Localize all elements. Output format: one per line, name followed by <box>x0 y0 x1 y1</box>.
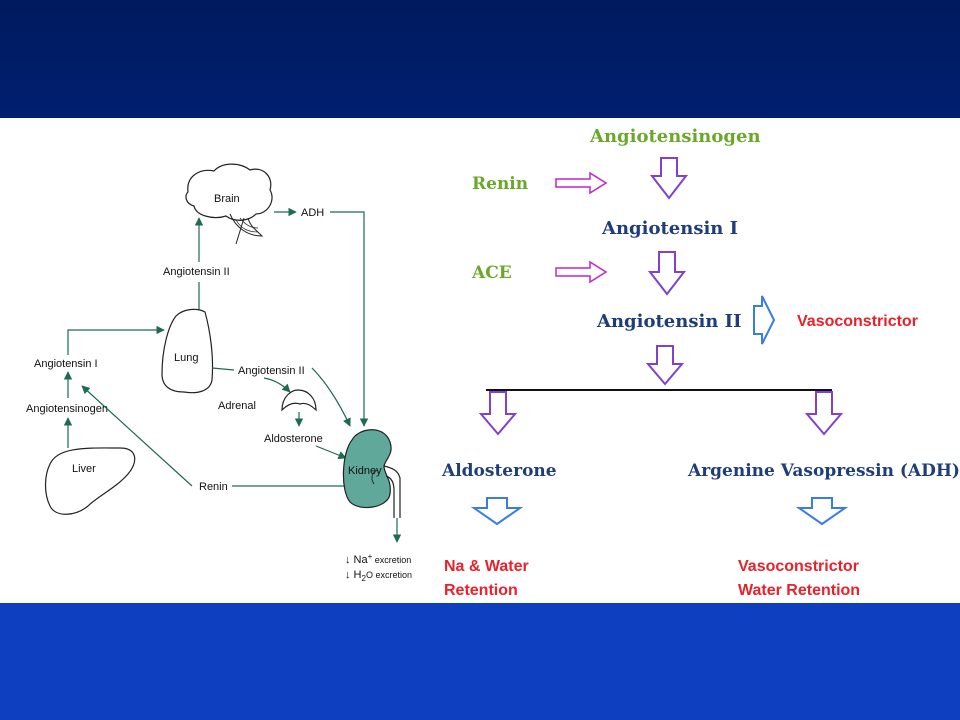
flow-renin: Renin <box>472 174 528 194</box>
lung-organ: Lung <box>161 308 214 394</box>
flow-vaso-water-line1: Vasoconstrictor <box>738 558 859 575</box>
down-arrow-icon-3 <box>645 345 685 386</box>
content-panel <box>0 118 960 603</box>
adh-label: ADH <box>301 207 324 219</box>
flow-angiotensin-i: Angiotensin I <box>601 218 738 239</box>
angiotensin-ii-to-adrenal-arrow <box>263 377 291 393</box>
angiotensin-i-label: Angiotensin I <box>34 358 98 370</box>
kidney-label: Kidney <box>348 465 382 477</box>
kidney-organ: Kidney <box>342 429 401 518</box>
angiotensinogen-label: Angiotensinogen <box>26 403 108 415</box>
brain-organ: Brain <box>185 163 273 245</box>
lung-label: Lung <box>174 352 198 364</box>
down-arrow-icon-left <box>478 391 518 436</box>
down-arrow-icon-1 <box>649 157 689 200</box>
brain-label: Brain <box>214 193 240 205</box>
ace-arrow-icon <box>555 260 608 284</box>
angiotensin-ii-upper-label: Angiotensin II <box>163 266 230 278</box>
flow-na-water-line2: Retention <box>444 582 518 599</box>
renin-to-angiotensin-i-arrow <box>81 385 193 487</box>
angiotensin-i-to-lung-arrow <box>67 325 165 355</box>
liver-organ: Liver <box>44 447 136 515</box>
h2o-excretion-label: ↓ H2O excretion <box>345 569 412 583</box>
flow-na-water-line1: Na & Water <box>444 558 529 575</box>
adh-to-kidney-arrow <box>330 211 369 427</box>
angiotensin-ii-lower-label: Angiotensin II <box>238 365 305 377</box>
flow-angiotensin-ii: Angiotensin II <box>596 311 742 332</box>
flow-vaso-water-line2: Water Retention <box>738 582 860 599</box>
flow-argenine-vasopressin: Argenine Vasopressin (ADH) <box>687 461 960 481</box>
right-flowchart: Angiotensinogen Renin Angiotensin I ACE … <box>441 126 960 599</box>
down-arrow-icon-2 <box>647 251 687 296</box>
aldosterone-left-label: Aldosterone <box>264 433 323 445</box>
aldosterone-to-kidney-arrow <box>315 445 347 460</box>
angiotensin-ii-to-kidney-arrow <box>311 367 351 427</box>
flow-aldosterone: Aldosterone <box>441 461 557 481</box>
liver-label: Liver <box>72 463 96 475</box>
renin-arrow-icon <box>555 171 608 195</box>
na-excretion-label: ↓ Na+ excretion <box>345 552 411 566</box>
footer-band <box>0 603 960 720</box>
down-arrow-icon-blue-right <box>795 497 849 526</box>
down-arrow-icon-right <box>804 391 844 436</box>
down-arrow-icon-blue-left <box>470 497 524 526</box>
right-arrow-icon <box>753 295 776 345</box>
flow-vasoconstrictor: Vasoconstrictor <box>797 313 918 330</box>
title-band <box>0 0 960 118</box>
flow-ace: ACE <box>471 263 512 283</box>
flow-angiotensinogen: Angiotensinogen <box>589 126 761 147</box>
adrenal-organ: Adrenal <box>218 389 317 412</box>
left-physiology-diagram: Brain ADH Angiotensin II Lung Angiotensi… <box>26 163 412 583</box>
lung-to-angiotensin-ii-lower-line <box>211 367 235 371</box>
renin-label: Renin <box>199 481 228 493</box>
adrenal-label: Adrenal <box>218 400 256 412</box>
